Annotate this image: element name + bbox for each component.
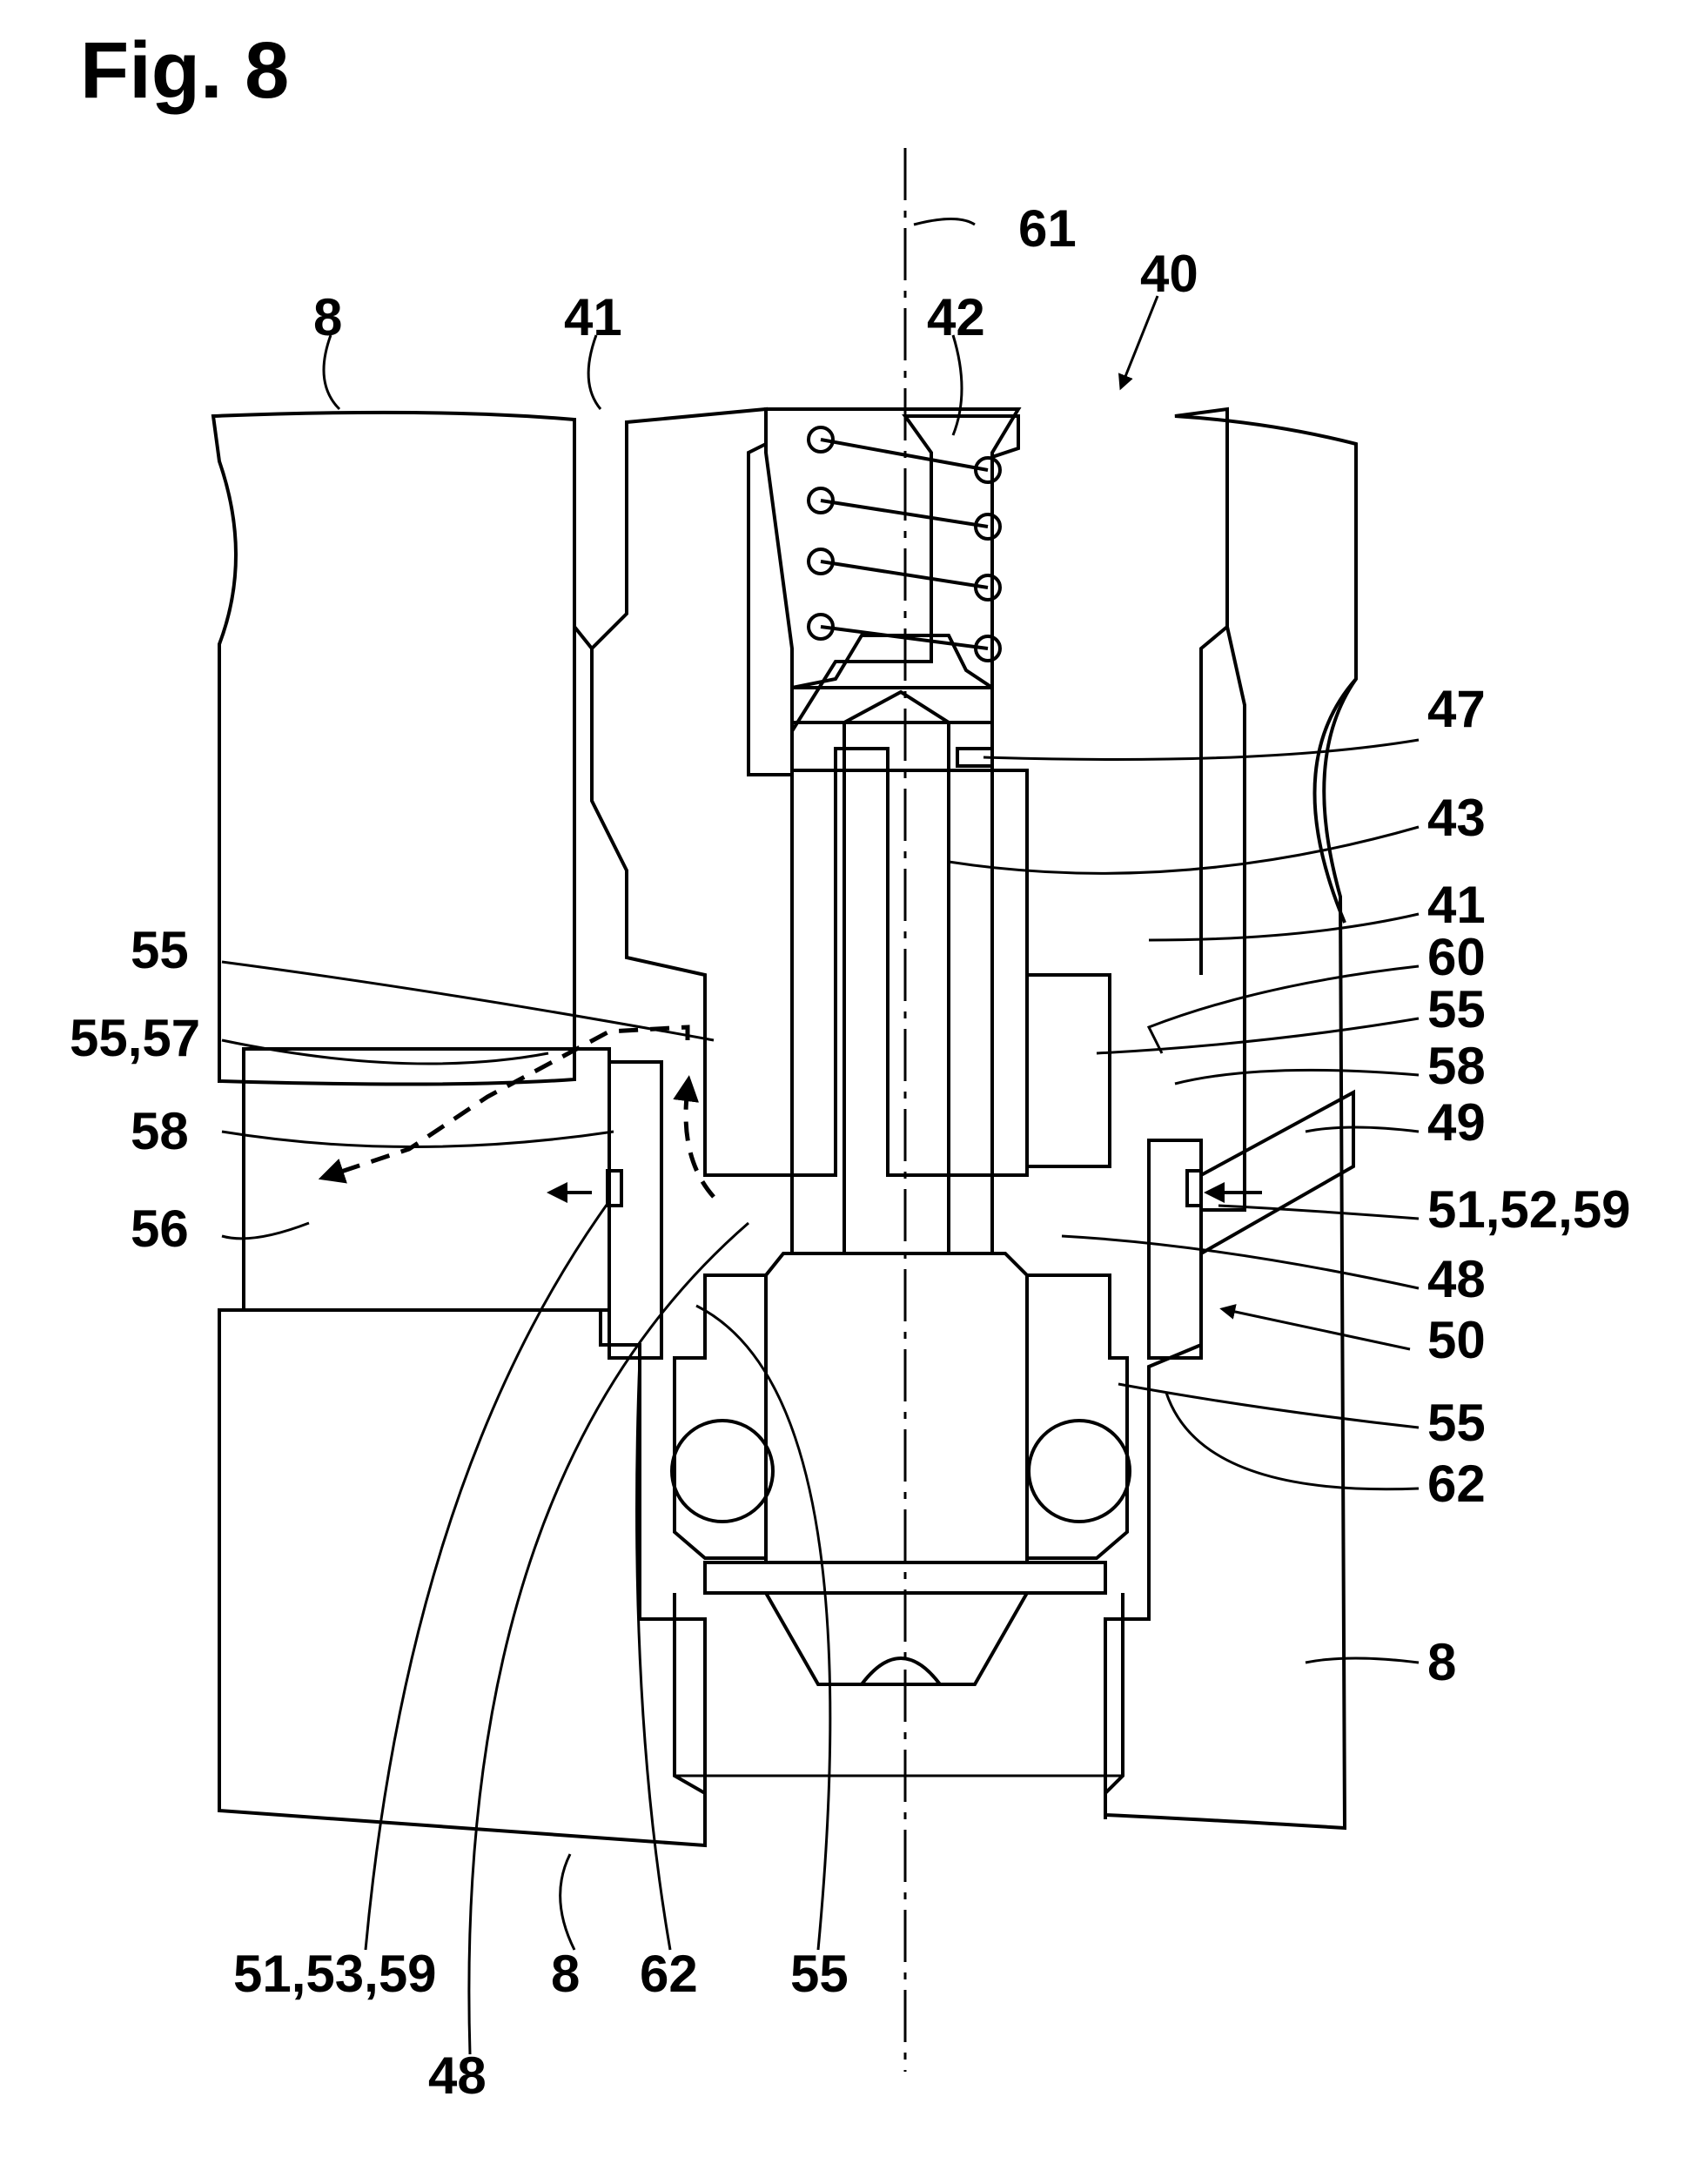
piston-43: [790, 686, 994, 1255]
flow-arrow-over: [318, 1025, 690, 1184]
notch-51-right: [1185, 1169, 1203, 1207]
housing-left-lower: [218, 1308, 707, 1848]
channel-49: [1199, 1089, 1355, 1257]
lower-collar-right: [1025, 1273, 1129, 1560]
label-60: 60: [1427, 928, 1486, 986]
channel-56: [242, 1047, 611, 1312]
label-55-right-a: 55: [1427, 980, 1486, 1038]
label-42: 42: [927, 288, 985, 346]
lower-piston: [764, 1252, 1029, 1564]
label-51-53-59: 51,53,59: [233, 1945, 437, 2003]
label-48-right: 48: [1427, 1250, 1486, 1308]
valve-body-41-shell-right: [1199, 418, 1229, 975]
label-43: 43: [1427, 789, 1486, 847]
valve-body-41: [590, 407, 1111, 1177]
notch-51-left: [606, 1169, 623, 1207]
label-58-left: 58: [131, 1102, 189, 1160]
label-55-bottom: 55: [790, 1945, 849, 2003]
o-ring-right: [1027, 1419, 1131, 1523]
pin-47: [956, 747, 994, 768]
spring-42: [807, 426, 1002, 662]
label-8-top: 8: [313, 288, 342, 346]
label-62-bottom: 62: [640, 1945, 698, 2003]
housing-right-breakout: [1312, 677, 1358, 924]
figure-title: Fig. 8: [80, 26, 289, 115]
label-62-right: 62: [1427, 1455, 1486, 1513]
label-47: 47: [1427, 680, 1486, 738]
o-ring-left: [670, 1419, 775, 1523]
label-58-right: 58: [1427, 1037, 1486, 1095]
label-61: 61: [1018, 199, 1077, 258]
lower-bore: [673, 1593, 1124, 1841]
valve-cone-dome: [860, 1656, 942, 1686]
label-48-bottom: 48: [428, 2046, 487, 2105]
sleeve-58-left: [608, 1060, 663, 1360]
flow-arrow-up: [673, 1075, 715, 1199]
valve-cone: [762, 1591, 1030, 1686]
label-50: 50: [1427, 1311, 1486, 1369]
label-55-right-b: 55: [1427, 1394, 1486, 1452]
central-bore: [842, 689, 950, 1255]
housing-right: [1104, 407, 1358, 1831]
sleeve-58-right: [1147, 1139, 1203, 1360]
label-49: 49: [1427, 1093, 1486, 1152]
housing-left-upper: [211, 410, 576, 1086]
label-40: 40: [1140, 245, 1198, 303]
label-8-bottom: 8: [551, 1945, 580, 2003]
lower-collar-left: [673, 1273, 768, 1560]
label-8-right: 8: [1427, 1633, 1456, 1691]
leader-lines: [221, 218, 1420, 2055]
spring-chamber: [764, 407, 1022, 772]
retainer-plate: [703, 1561, 1107, 1595]
label-41-top: 41: [564, 288, 622, 346]
label-55-left: 55: [131, 921, 189, 979]
valve-body-41-shell-left: [573, 427, 594, 650]
label-55-57: 55,57: [70, 1009, 200, 1067]
spring-seat: [790, 634, 994, 724]
label-41-right: 41: [1427, 876, 1486, 934]
label-56: 56: [131, 1200, 189, 1258]
label-51-52-59: 51,52,59: [1427, 1180, 1631, 1239]
